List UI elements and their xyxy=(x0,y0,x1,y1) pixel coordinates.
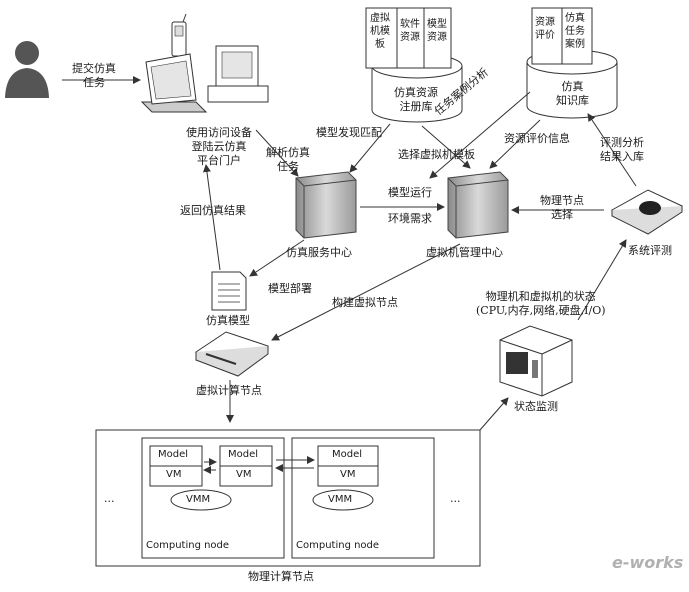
label-status: 物理机和虚拟机的状态 (CPU,内存,网络,硬盘,I/O) xyxy=(476,290,606,317)
registry-cell-model: 模型 资源 xyxy=(427,19,447,43)
label-model-match: 模型发现匹配 xyxy=(316,126,382,139)
registry-cell-vm-template: 虚拟 机模 板 xyxy=(370,13,390,50)
computing-node-1 xyxy=(141,437,285,559)
registry-cylinder xyxy=(365,7,463,123)
label-sim-center: 仿真服务中心 xyxy=(286,246,352,259)
physical-nodes-container xyxy=(95,429,481,567)
node1-vm-1: VM xyxy=(166,469,182,480)
label-submit-task: 提交仿真 任务 xyxy=(72,62,116,89)
label-vm-center: 虚拟机管理中心 xyxy=(426,246,503,259)
knowledge-cell-cases: 仿真 任务 案例 xyxy=(565,13,585,50)
watermark-logo: e-works xyxy=(612,553,684,572)
label-env-need: 环境需求 xyxy=(388,212,432,225)
label-phys-select: 物理节点 选择 xyxy=(540,194,584,221)
knowledge-cylinder xyxy=(526,7,618,119)
registry-cell-software: 软件 资源 xyxy=(400,19,420,43)
label-select-template: 选择虚拟机模板 xyxy=(398,148,475,161)
label-model-deploy: 模型部署 xyxy=(268,282,312,295)
simulation-server-icon xyxy=(295,171,357,239)
label-dots-right: ... xyxy=(450,492,461,505)
label-sim-model: 仿真模型 xyxy=(206,314,250,327)
label-phys-nodes: 物理计算节点 xyxy=(248,570,314,583)
system-evaluation-icon xyxy=(610,189,684,235)
status-monitor-icon xyxy=(499,325,573,397)
label-dots-left: ... xyxy=(104,492,115,505)
node2-model-1: Model xyxy=(332,449,363,460)
label-model-run: 模型运行 xyxy=(388,186,432,199)
node2-caption: Computing node xyxy=(296,540,380,551)
node1-vmm: VMM xyxy=(186,494,211,505)
node1-caption: Computing node xyxy=(146,540,230,551)
knowledge-cell-eval: 资源 评价 xyxy=(535,17,555,41)
node1-vm-2: VM xyxy=(236,469,252,480)
label-monitor: 状态监测 xyxy=(514,400,558,413)
node2-vm-1: VM xyxy=(340,469,356,480)
access-devices-icon xyxy=(140,13,269,113)
label-parse-task: 解析仿真 任务 xyxy=(266,146,310,173)
vm-manager-server-icon xyxy=(447,171,509,239)
label-eval-store: 评测分析 结果入库 xyxy=(600,136,644,163)
knowledge-name: 仿真 知识库 xyxy=(556,80,589,107)
simulation-model-document-icon xyxy=(211,271,247,311)
node1-model-2: Model xyxy=(228,449,259,460)
user-icon xyxy=(5,41,49,98)
label-sys-eval: 系统评测 xyxy=(628,244,672,257)
node1-model-1: Model xyxy=(158,449,189,460)
label-portal: 使用访问设备 登陆云仿真 平台门户 xyxy=(186,126,252,167)
label-eval-info: 资源评价信息 xyxy=(504,132,570,145)
virtual-node-icon xyxy=(194,331,270,377)
registry-name: 仿真资源 注册库 xyxy=(394,86,438,113)
flow-arrows xyxy=(62,76,637,431)
label-return-result: 返回仿真结果 xyxy=(180,204,246,217)
label-build-vnode: 构建虚拟节点 xyxy=(332,296,398,309)
node2-vmm: VMM xyxy=(328,494,353,505)
label-vnode: 虚拟计算节点 xyxy=(196,384,262,397)
computing-node-2 xyxy=(275,437,435,559)
